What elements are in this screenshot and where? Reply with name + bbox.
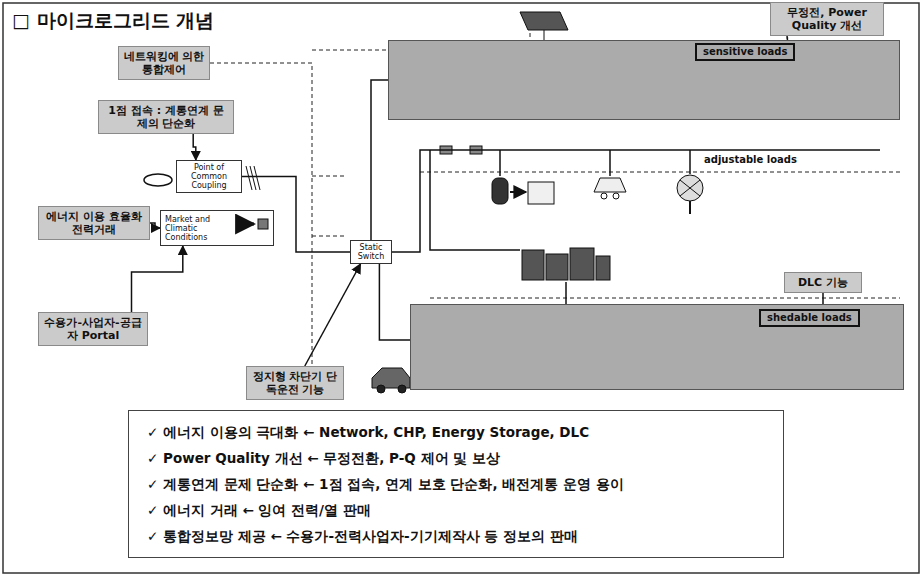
node-text: 무정전, Power Quality 개선 xyxy=(775,6,879,32)
node-text: 수용가-사업자-공급자 Portal xyxy=(43,316,143,342)
callout-box: 수용가-사업자-공급자 Portal xyxy=(38,312,148,346)
market-arrow xyxy=(236,219,268,229)
frame xyxy=(3,3,919,573)
callout-box: 네트워킹에 의한 통합제어 xyxy=(118,46,210,80)
callout-box: 에너지 이용 효율화 전력거래 xyxy=(38,206,150,240)
node-text: DLC 기능 xyxy=(789,276,857,289)
node-text: 1점 접속 : 계통연계 문제의 단순화 xyxy=(103,104,229,130)
node-text: ✓ 에너지 이용의 극대화 ← Network, CHP, Energy Sto… xyxy=(147,419,765,445)
market-box: Market and Climatic Conditions xyxy=(160,210,274,246)
node-text: 정지형 차단기 단독운전 기능 xyxy=(251,370,339,396)
connector xyxy=(379,264,410,340)
node-text: Market and Climatic Conditions xyxy=(165,215,231,242)
adjustable-bus xyxy=(392,150,880,252)
load-band: sensitive loads xyxy=(388,40,900,120)
node-text: ✓ Power Quality 개선 ← 무정전환, P-Q 제어 및 보상 xyxy=(147,445,765,471)
node-text: Static Switch xyxy=(354,243,388,261)
connector xyxy=(242,177,350,253)
summary-box: ✓ 에너지 이용의 극대화 ← Network, CHP, Energy Sto… xyxy=(128,410,784,558)
callout-box: 정지형 차단기 단독운전 기능 xyxy=(246,366,344,400)
connector xyxy=(150,223,160,228)
connector xyxy=(305,264,361,366)
connector xyxy=(822,293,824,304)
node-text: Point of Common Coupling xyxy=(180,163,238,190)
adjustable-load-icons xyxy=(492,175,703,214)
load-band: shedable loads xyxy=(410,304,904,390)
pcc-box: Point of Common Coupling xyxy=(176,160,242,193)
connector xyxy=(193,134,196,160)
connector xyxy=(371,80,388,240)
node-text: 에너지 이용 효율화 전력거래 xyxy=(43,210,145,236)
callout-box: DLC 기능 xyxy=(784,272,862,293)
region-label: adjustable loads xyxy=(702,154,799,165)
callout-box: 무정전, Power Quality 개선 xyxy=(770,2,884,36)
switch-box: Static Switch xyxy=(350,240,392,264)
node-text: ✓ 에너지 거래 ← 잉여 전력/열 판매 xyxy=(147,497,765,523)
connector xyxy=(132,246,183,312)
node-text: 네트워킹에 의한 통합제어 xyxy=(123,50,205,76)
node-text: ✓ 통합정보망 제공 ← 수용가-전력사업자-기기제작사 등 정보의 판매 xyxy=(147,523,765,549)
load-tag: shedable loads xyxy=(759,309,860,327)
diagram-title: □ 마이크로그리드 개념 xyxy=(12,8,214,34)
node-text: ✓ 계통연계 문제 단순화 ← 1점 접속, 연계 보호 단순화, 배전계통 운… xyxy=(147,471,765,497)
load-tag: sensitive loads xyxy=(695,43,795,61)
callout-box: 1점 접속 : 계통연계 문제의 단순화 xyxy=(98,100,234,134)
electric-car xyxy=(372,368,410,393)
